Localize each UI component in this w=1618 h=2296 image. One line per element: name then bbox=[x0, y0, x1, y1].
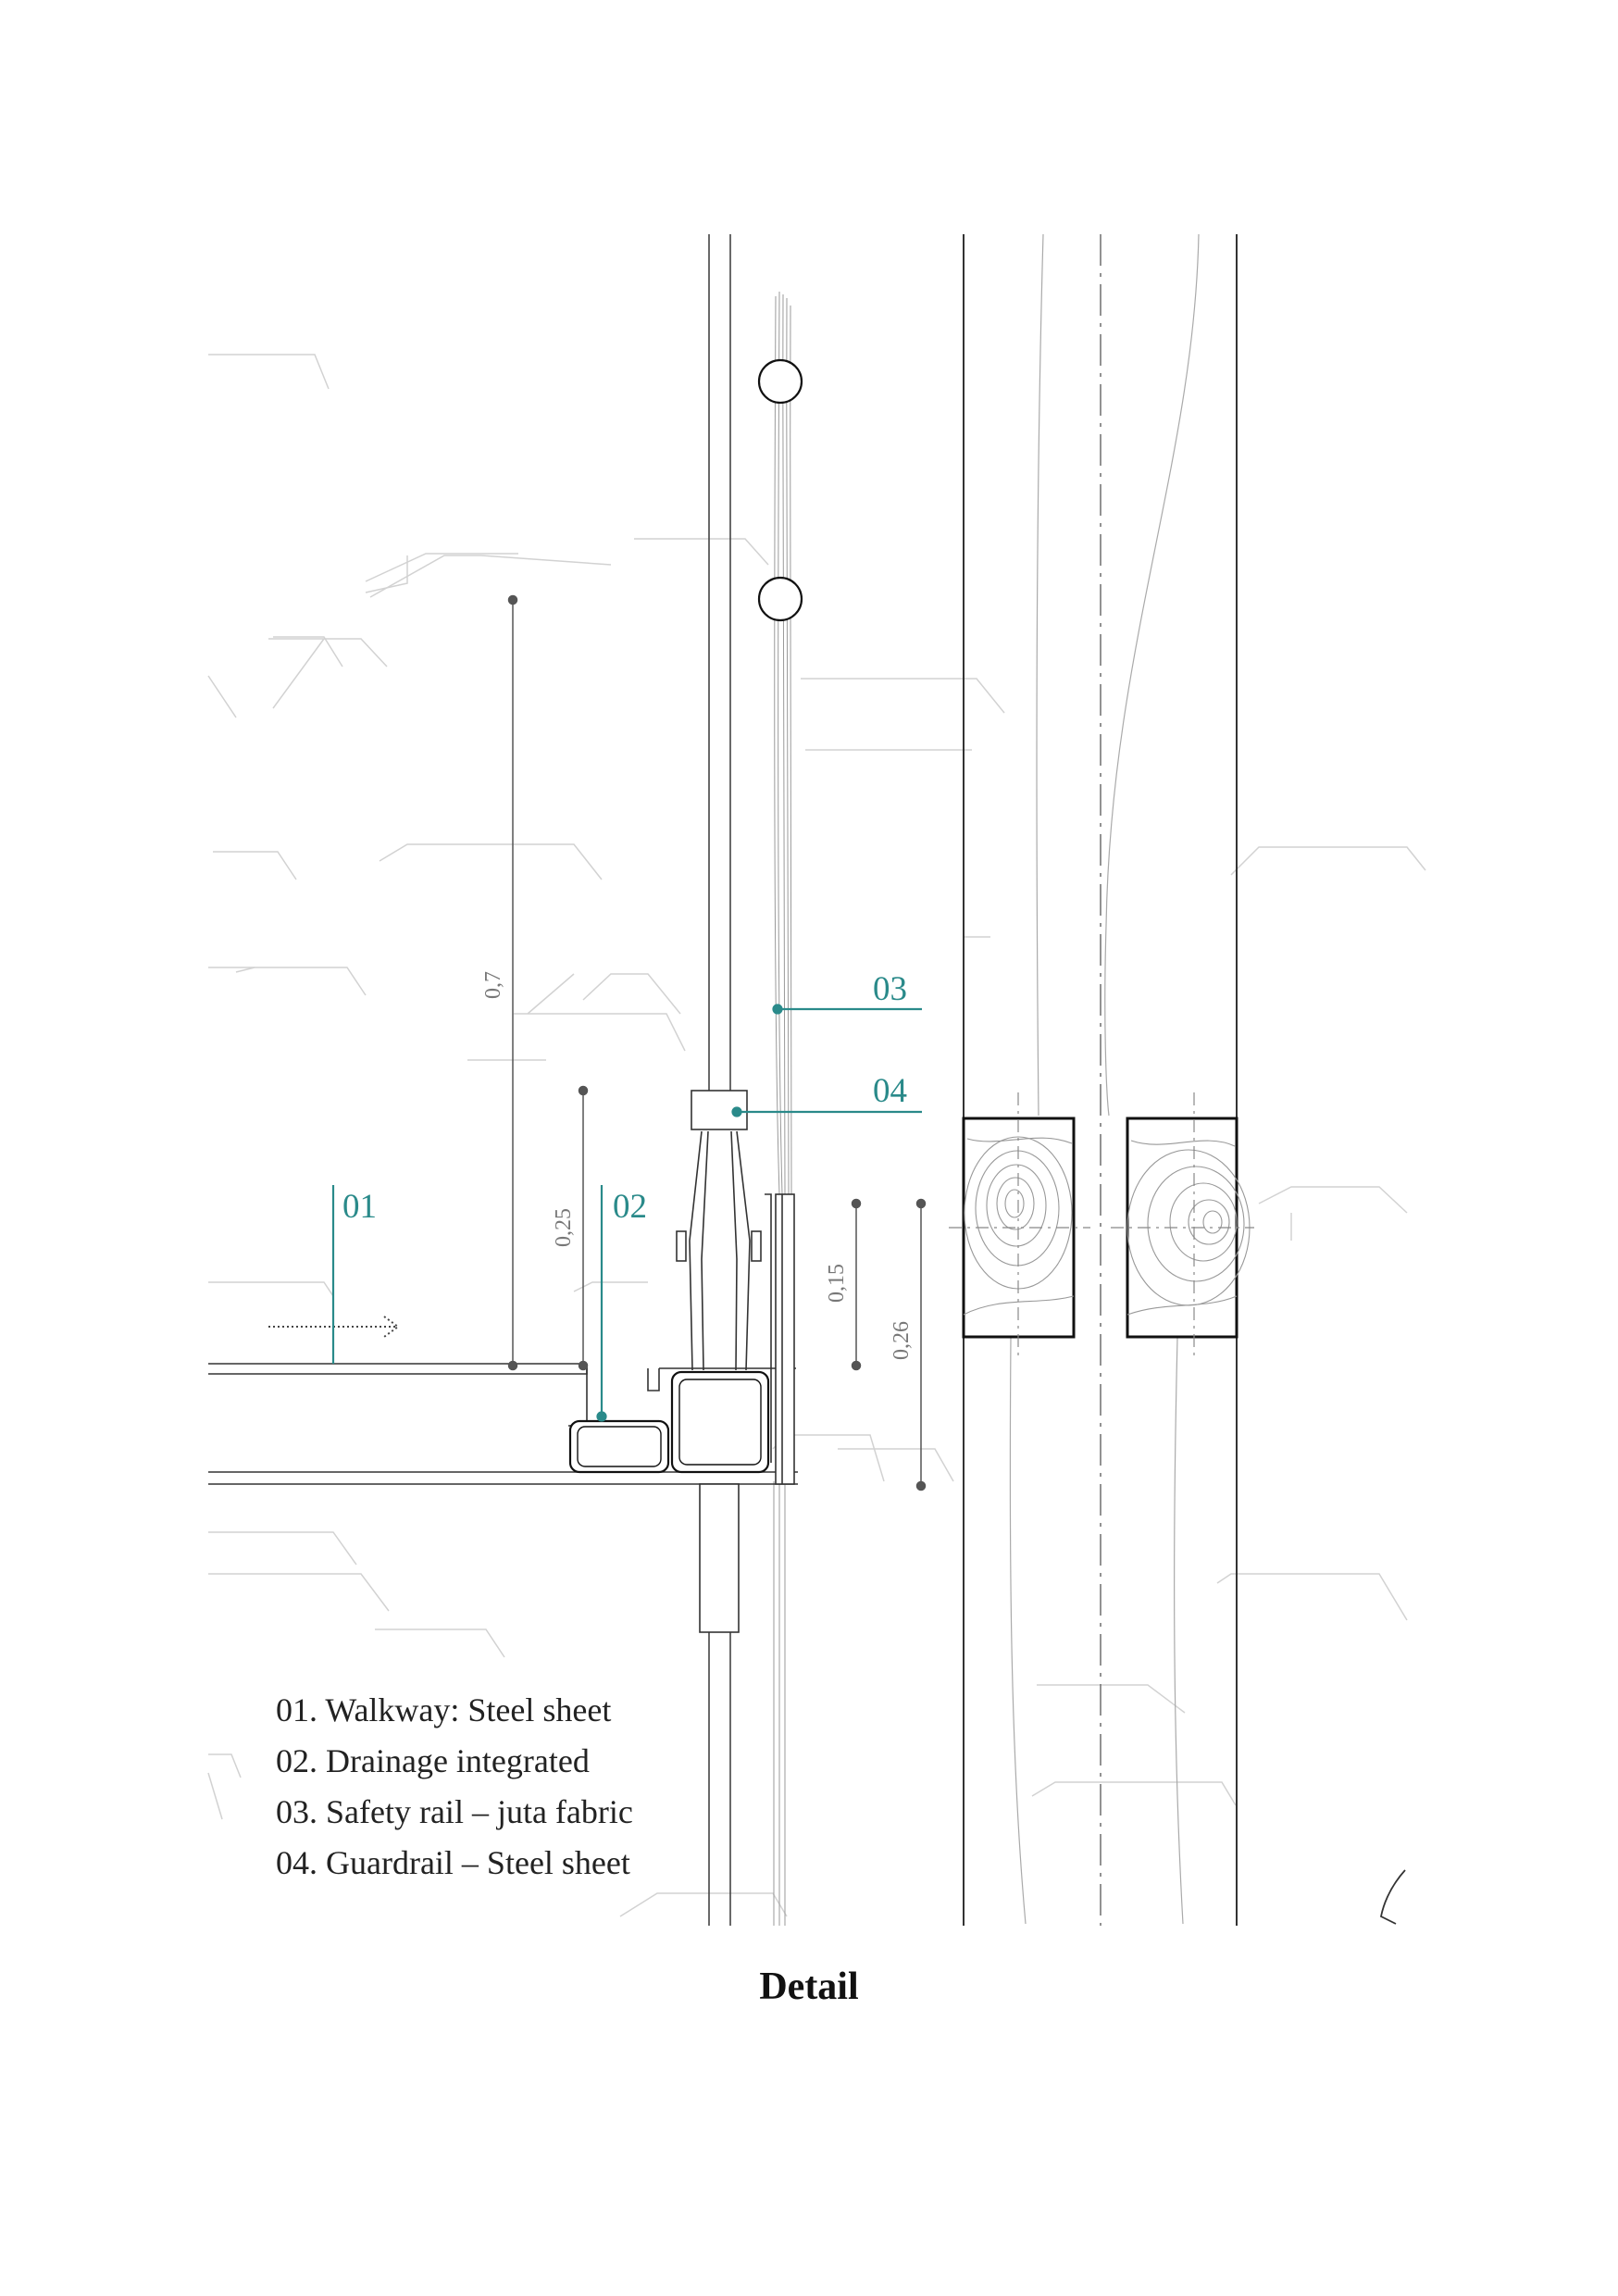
callout-03: 03 bbox=[873, 970, 907, 1008]
legend-item: 01. Walkway: Steel sheet bbox=[276, 1691, 612, 1728]
dimension-label-07: 0,7 bbox=[481, 971, 505, 999]
direction-arrow-icon bbox=[268, 1316, 400, 1338]
post-sleeve bbox=[699, 1483, 740, 1633]
page-title: Detail bbox=[759, 1965, 859, 2008]
legend-item: 02. Drainage integrated bbox=[276, 1742, 590, 1779]
rail-ring-upper bbox=[757, 358, 803, 405]
dimension-lines bbox=[507, 594, 927, 1491]
legend-item: 03. Safety rail – juta fabric bbox=[276, 1793, 633, 1830]
pen-mark bbox=[1379, 1869, 1406, 1925]
timber-section-left bbox=[949, 1092, 1090, 1361]
callout-leaders bbox=[331, 1004, 922, 1422]
dimension-label-026: 0,26 bbox=[890, 1321, 914, 1360]
legend-list: 01. Walkway: Steel sheet 02. Drainage in… bbox=[276, 1685, 633, 1889]
rail-rings bbox=[757, 358, 803, 622]
steel-profiles bbox=[568, 1370, 770, 1474]
guardrail-bracket bbox=[676, 1090, 795, 1633]
legend-item: 04. Guardrail – Steel sheet bbox=[276, 1844, 630, 1881]
dimension-label-025: 0,25 bbox=[552, 1208, 576, 1247]
fabric-safety-rail bbox=[773, 291, 792, 1926]
callout-01: 01 bbox=[342, 1188, 377, 1226]
rail-ring-lower bbox=[757, 576, 803, 622]
background-terrain-lines bbox=[207, 354, 1426, 1917]
dimension-label-015: 0,15 bbox=[825, 1264, 849, 1303]
timber-column bbox=[963, 233, 1238, 1926]
callout-02: 02 bbox=[613, 1188, 647, 1226]
vertical-post bbox=[708, 234, 731, 1926]
callout-04: 04 bbox=[873, 1072, 907, 1110]
timber-section-right bbox=[1111, 1092, 1254, 1361]
walkway-deck bbox=[208, 1363, 798, 1485]
edge-plate bbox=[775, 1193, 795, 1485]
